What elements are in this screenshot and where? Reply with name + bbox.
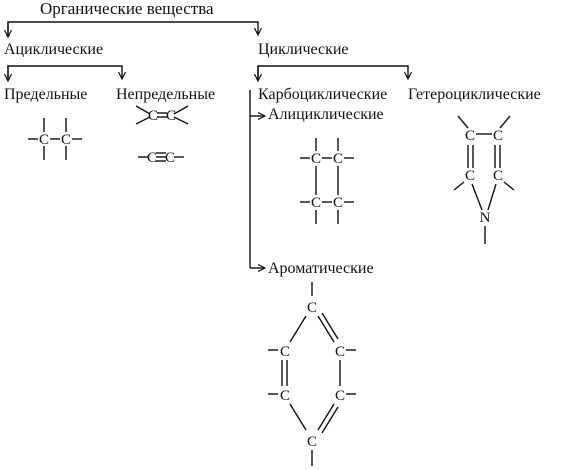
label-saturated: Предельные [4,86,88,103]
label-alicyclic: Алициклические [268,106,384,123]
alkyne-atom-c1: C [147,150,157,166]
alkene-atom-c1: C [148,108,158,124]
het-atom-c4: C [493,168,503,184]
het-sub-ll [453,181,465,191]
label-heterocyclic: Гетероциклические [408,86,541,103]
aro-bond-bl [289,403,307,431]
het-atom-c3: C [465,168,475,184]
het-atom-c1: C [465,128,475,144]
alkene-atom-c2: C [166,108,176,124]
aro-atom-c-bottom: C [307,434,317,450]
aro-atom-c-ur: C [335,344,345,360]
label-aromatic: Ароматические [268,260,374,277]
label-carbocyclic: Карбоциклические [258,86,388,103]
ali-atom-c4: C [333,195,343,211]
title-organic-substances: Органические вещества [40,0,214,18]
alkene-bond-ur [173,105,189,115]
alkene-bond-ll [135,116,151,125]
aro-atom-c-ll: C [280,388,290,404]
ali-atom-c1: C [311,151,321,167]
het-sub-lr [503,181,515,191]
label-unsaturated: Непредельные [116,86,216,103]
ali-atom-c3: C [311,195,321,211]
bracket-acyclic [7,65,122,78]
aro-dbl-br-1 [317,403,335,431]
alkene-bond-lr [173,116,189,125]
het-atom-c2: C [493,128,503,144]
bracket-cyclic [257,65,408,78]
label-cyclic: Циклические [258,41,349,58]
aro-bond-tl [289,315,307,343]
het-bond-to-n-right [487,183,497,211]
aro-dbl-tr-2 [321,312,339,340]
aro-dbl-br-2 [321,406,339,434]
aro-dbl-tr-1 [317,315,335,343]
ali-atom-c2: C [333,151,343,167]
alkyne-atom-c2: C [165,150,175,166]
het-sub-ur [499,115,511,129]
aro-atom-c-top: C [307,300,317,316]
aro-atom-c-lr: C [335,388,345,404]
bracket-top [7,21,258,34]
label-acyclic: Ациклические [4,41,104,58]
het-bond-to-n-left [471,183,483,211]
alkene-bond-ul [135,105,151,115]
sat-atom-c1: C [39,132,49,148]
het-sub-ul [457,115,469,129]
aro-atom-c-ul: C [280,344,290,360]
sat-atom-c2: C [61,132,71,148]
het-atom-n: N [480,210,491,226]
